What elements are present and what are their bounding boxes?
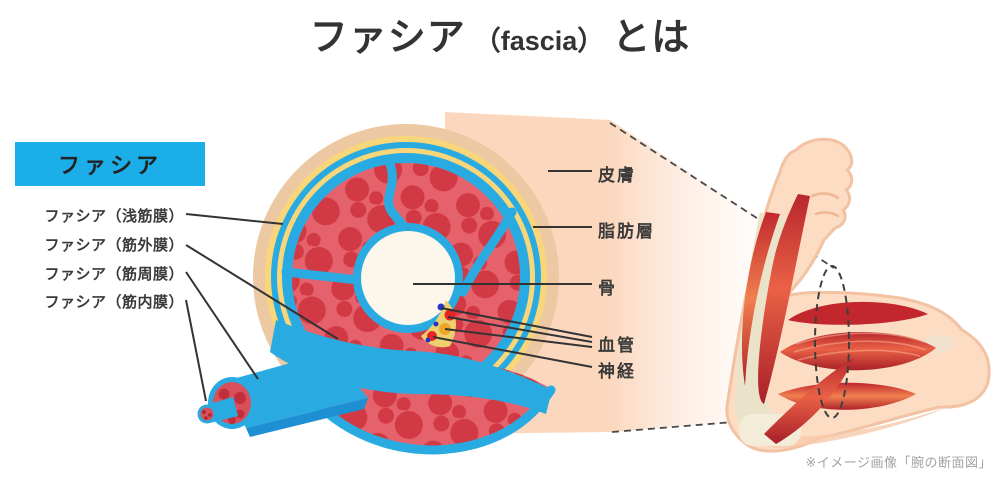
label-nerve: 神経 [598, 362, 636, 381]
elbow-cross-bundle [764, 358, 854, 444]
leader-epimysium [185, 244, 339, 340]
label-superficial-fascia: ファシア（浅筋膜） [44, 208, 184, 225]
page-title: ファシア （fascia） とは [0, 6, 1000, 61]
nerve-dot-small [433, 321, 439, 327]
label-skin: 皮膚 [598, 166, 636, 185]
label-fat-layer: 脂肪層 [598, 222, 655, 241]
leader-nerve [432, 336, 593, 368]
leader-superficial-fascia [185, 213, 284, 225]
leader-vessel-1 [440, 307, 593, 338]
fascia-legend-box: ファシア [15, 142, 205, 186]
arm-cross-section [197, 124, 559, 455]
forearm-muscle-left [741, 212, 780, 386]
fist-finger-lines [810, 192, 840, 218]
label-epimysium: ファシア（筋外膜） [44, 237, 184, 254]
leader-vessel-3 [444, 328, 593, 348]
title-romanized: （fascia） [473, 26, 605, 56]
label-bone: 骨 [598, 279, 617, 298]
arm-skin-shadow [750, 406, 950, 448]
nerve-dot-tiny [425, 337, 431, 343]
label-endomysium: ファシア（筋内膜） [44, 294, 184, 311]
bicep-top-bundle [788, 301, 928, 325]
muscle-fiber-cylinder [197, 397, 238, 424]
bone [361, 231, 455, 325]
label-perimysium: ファシア（筋周膜） [44, 266, 184, 283]
leader-vessel-2 [447, 316, 593, 343]
bicep-striations [793, 332, 927, 361]
arm-illustration [725, 137, 991, 453]
label-blood-vessel: 血管 [598, 336, 636, 355]
cross-section-plane-ellipse [814, 265, 850, 419]
title-japanese: ファシア [309, 17, 466, 59]
forearm-muscle-right [758, 194, 810, 404]
leader-endomysium [185, 299, 207, 402]
title-suffix: とは [612, 17, 691, 59]
image-source-caption: ※イメージ画像「腕の断面図」 [805, 455, 992, 470]
fascia-band [270, 320, 552, 414]
leader-lines [185, 170, 593, 402]
leader-perimysium [185, 271, 259, 380]
